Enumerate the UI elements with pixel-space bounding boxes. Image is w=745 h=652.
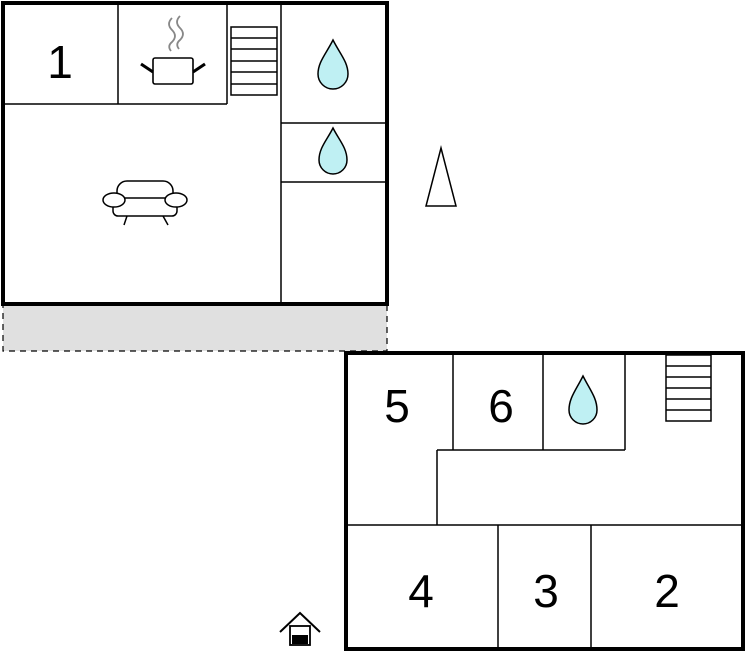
room-label-2: 2 <box>654 565 680 617</box>
stairs-icon <box>230 26 278 96</box>
cooking-pot-icon <box>140 15 206 85</box>
upper-floor: 1 <box>1 1 389 306</box>
water-drop-icon <box>318 126 348 175</box>
room-label-6: 6 <box>488 380 514 432</box>
terrace-area <box>2 303 388 352</box>
sofa-icon <box>102 180 188 226</box>
room-label-4: 4 <box>408 565 434 617</box>
stairs-icon <box>665 354 712 422</box>
house-entrance-icon <box>279 611 321 646</box>
water-drop-icon <box>317 38 349 90</box>
upper-floor-outline <box>1 1 389 306</box>
water-drop-icon <box>568 374 598 425</box>
lower-floor-outline <box>344 351 745 651</box>
room-label-5: 5 <box>384 380 410 432</box>
lower-floor: 5 6 4 3 2 <box>344 351 745 651</box>
room-label-3: 3 <box>533 565 559 617</box>
room-label-1: 1 <box>47 36 73 88</box>
tree-icon <box>425 145 457 207</box>
